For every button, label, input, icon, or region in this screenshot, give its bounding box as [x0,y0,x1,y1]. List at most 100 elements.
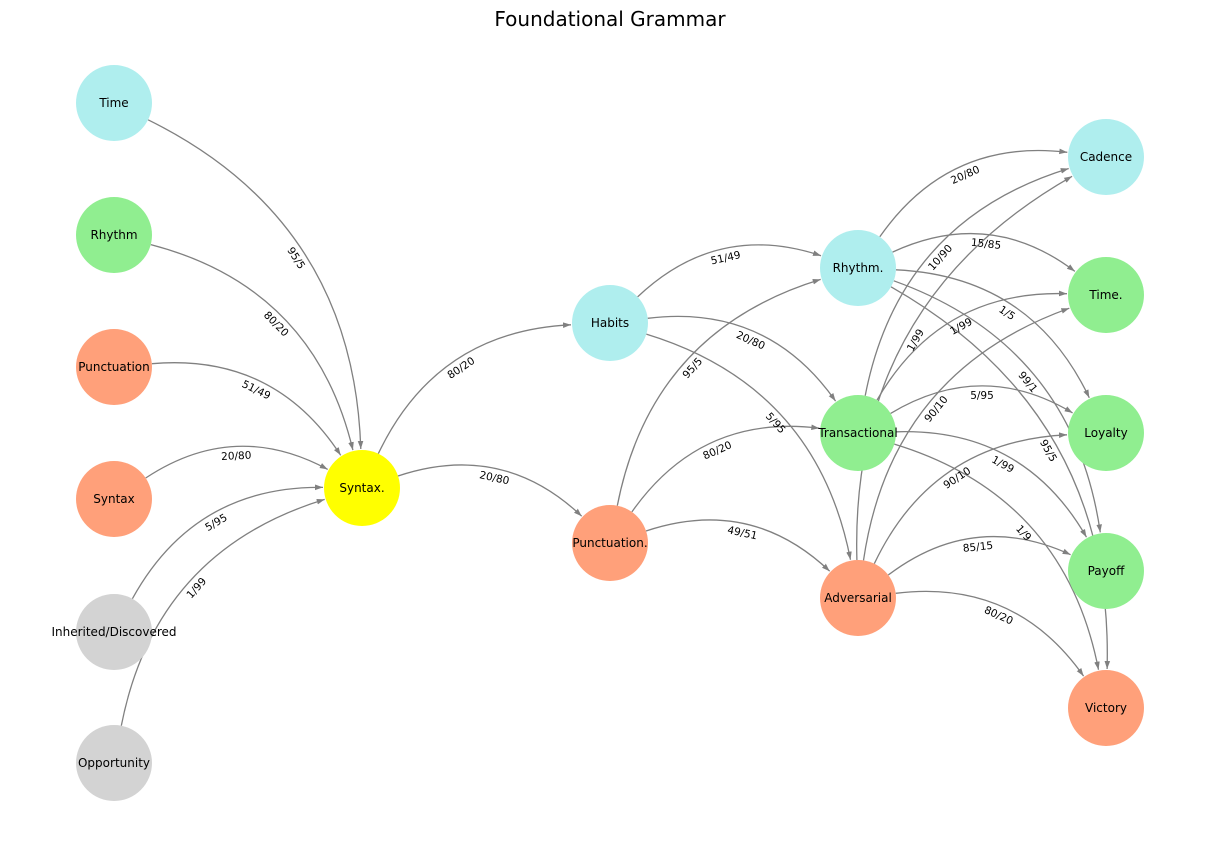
node-circle-rhythm [76,197,152,273]
node-circle-inherited [76,594,152,670]
edge-label-rhythm-to-syntax2: 80/20 [261,309,291,339]
node-label-time2: Time. [1088,288,1122,302]
node-label-syntax: Syntax [93,492,134,506]
edge-label-habits-to-adversarial: 5/95 [763,411,788,437]
edge-label-inherited-to-syntax2: 5/95 [203,512,229,534]
edge-transactional-to-cadence [864,167,1069,396]
node-punctuation: Punctuation [76,329,152,405]
edge-adversarial-to-loyalty [873,432,1068,564]
node-circle-time [76,65,152,141]
node-circle-punctuation [76,329,152,405]
node-label-punctuation: Punctuation [78,360,149,374]
edge-syntax2-to-habits [377,322,572,454]
edge-label-adversarial-to-payoff: 85/15 [962,540,993,555]
edge-transactional-to-payoff [895,431,1088,538]
node-circle-punctuation2 [572,505,648,581]
edge-label-adversarial-to-time2: 90/10 [922,394,950,425]
edge-label-punctuation2-to-transactional: 80/20 [701,439,734,462]
edge-adversarial-to-time2 [862,307,1070,561]
node-circle-time2 [1068,257,1144,333]
edge-adversarial-to-victory [895,590,1085,677]
diagram-title: Foundational Grammar [494,7,726,31]
node-label-transactional: Transactional [817,426,897,440]
edge-label-habits-to-rhythm2: 51/49 [710,249,742,267]
node-adversarial: Adversarial [820,560,896,636]
edge-rhythm2-to-time2 [892,232,1076,272]
node-cadence: Cadence [1068,119,1144,195]
edge-adversarial-to-payoff [887,535,1071,576]
edge-label-rhythm2-to-victory: 95/5 [1037,438,1059,464]
edge-habits-to-transactional [647,315,837,402]
node-label-habits: Habits [591,316,629,330]
node-label-punctuation2: Punctuation. [572,536,647,550]
node-circle-loyalty [1068,395,1144,471]
node-time: Time [76,65,152,141]
node-circle-opportunity [76,725,152,801]
node-circle-adversarial [820,560,896,636]
edge-rhythm2-to-cadence [879,148,1068,238]
edge-punctuation-to-syntax2 [151,362,342,456]
node-loyalty: Loyalty [1068,395,1144,471]
nodes-layer: TimeRhythmPunctuationSyntaxInherited/Dis… [51,65,1144,801]
edge-habits-to-adversarial [646,333,852,560]
edge-label-habits-to-transactional: 20/80 [734,329,767,352]
node-label-opportunity: Opportunity [78,756,150,770]
edge-punctuation2-to-transactional [631,424,820,513]
node-label-payoff: Payoff [1088,564,1125,578]
edge-label-transactional-to-loyalty: 5/95 [970,390,994,402]
edge-rhythm2-to-loyalty [895,269,1090,399]
node-circle-rhythm2 [820,230,896,306]
node-inherited: Inherited/Discovered [51,594,177,670]
edge-adversarial-to-cadence [856,175,1073,561]
node-label-loyalty: Loyalty [1084,426,1127,440]
edge-transactional-to-loyalty [890,385,1073,414]
node-label-syntax2: Syntax. [339,481,384,495]
edge-label-syntax2-to-punctuation2: 20/80 [478,469,510,487]
edge-label-punctuation-to-syntax2: 51/49 [240,378,272,402]
edge-label-punctuation2-to-adversarial: 49/51 [726,524,758,542]
node-circle-cadence [1068,119,1144,195]
edge-punctuation2-to-rhythm2 [616,278,821,506]
edge-label-punctuation2-to-rhythm2: 95/5 [680,356,705,382]
edge-label-transactional-to-payoff: 1/99 [989,454,1015,476]
node-circle-syntax2 [324,450,400,526]
node-syntax: Syntax [76,461,152,537]
node-label-time: Time [98,96,128,110]
edge-label-syntax-to-syntax2: 20/80 [221,450,252,463]
edge-label-syntax2-to-habits: 80/20 [445,355,477,382]
edge-label-time-to-syntax2: 95/5 [284,245,307,271]
edge-rhythm2-to-payoff [893,280,1102,533]
node-label-inherited: Inherited/Discovered [51,625,176,639]
edge-transactional-to-time2 [876,290,1068,401]
edge-label-transactional-to-cadence: 10/90 [926,243,955,274]
edge-label-rhythm2-to-cadence: 20/80 [949,164,982,187]
node-punctuation2: Punctuation. [572,505,648,581]
edge-opportunity-to-syntax2 [120,498,325,726]
node-label-victory: Victory [1085,701,1127,715]
node-label-cadence: Cadence [1080,150,1132,164]
node-label-rhythm: Rhythm [90,228,137,242]
node-label-rhythm2: Rhythm. [833,261,884,275]
node-rhythm: Rhythm [76,197,152,273]
node-rhythm2: Rhythm. [820,230,896,306]
edge-rhythm-to-syntax2 [150,243,354,451]
edge-time-to-syntax2 [147,119,364,450]
node-circle-habits [572,285,648,361]
edge-label-opportunity-to-syntax2: 1/99 [184,576,209,602]
node-victory: Victory [1068,670,1144,746]
node-circle-transactional [820,395,896,471]
node-label-adversarial: Adversarial [824,591,892,605]
node-habits: Habits [572,285,648,361]
node-transactional: Transactional [817,395,898,471]
node-syntax2: Syntax. [324,450,400,526]
node-circle-syntax [76,461,152,537]
edge-label-rhythm2-to-time2: 15/85 [970,237,1001,252]
edge-transactional-to-victory [894,443,1100,670]
edge-syntax-to-syntax2 [145,445,329,479]
edge-habits-to-rhythm2 [637,244,822,298]
edge-label-adversarial-to-cadence: 1/99 [905,327,927,353]
node-time2: Time. [1068,257,1144,333]
node-circle-victory [1068,670,1144,746]
edge-label-adversarial-to-victory: 80/20 [982,604,1015,627]
